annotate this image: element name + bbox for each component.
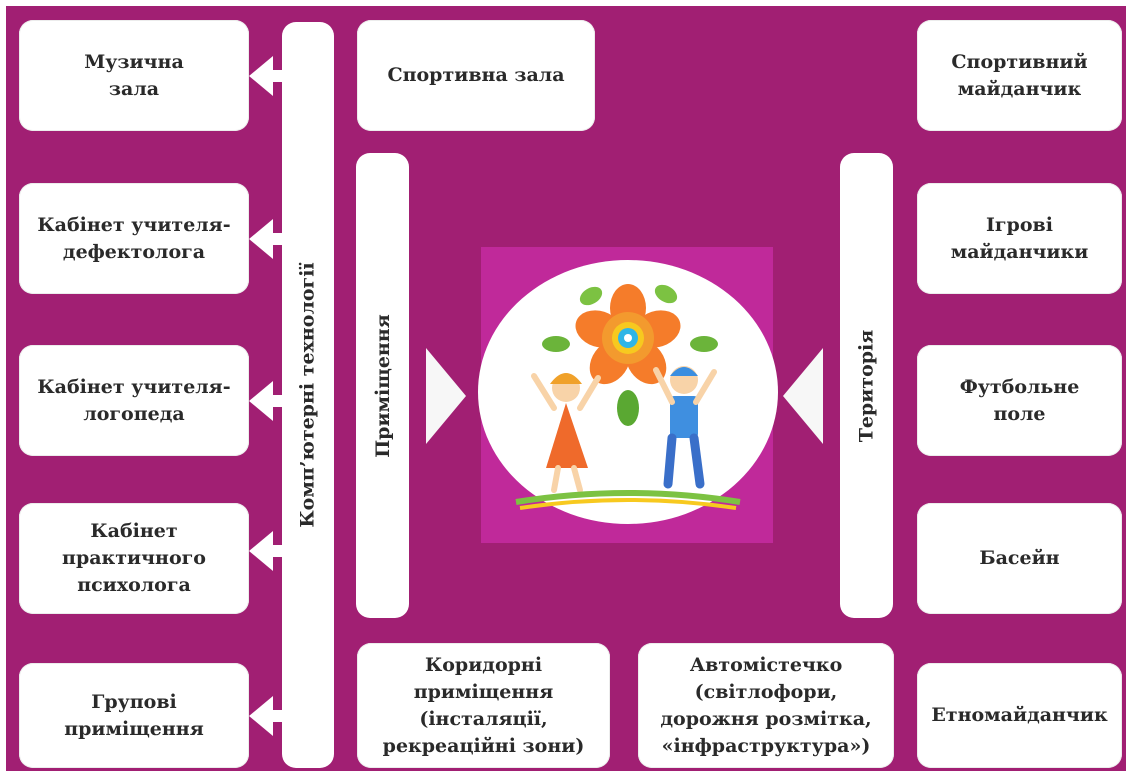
box-psychologist-label: Кабінет практичного психолога bbox=[62, 520, 206, 596]
box-group-rooms: Групові приміщення bbox=[19, 663, 249, 768]
box-speech-therapist: Кабінет учителя- логопеда bbox=[19, 345, 249, 456]
box-football-field: Футбольне поле bbox=[917, 345, 1122, 456]
box-music-hall: Музична зала bbox=[19, 20, 249, 131]
box-autotown-label: Автомістечко (світлофори, дорожня розміт… bbox=[660, 653, 872, 757]
bar-computer-technologies: Комп’ютерні технології bbox=[282, 22, 334, 768]
arrow-left-icon bbox=[249, 56, 273, 96]
arrow-stem bbox=[272, 70, 284, 82]
box-sports-hall: Спортивна зала bbox=[357, 20, 595, 131]
bar-premises-label: Приміщення bbox=[371, 313, 394, 458]
box-pool-label: Басейн bbox=[979, 547, 1060, 569]
box-pool: Басейн bbox=[917, 503, 1122, 614]
box-football-field-label: Футбольне поле bbox=[959, 375, 1080, 425]
arrow-left-icon bbox=[249, 531, 273, 571]
bar-territory: Територія bbox=[840, 153, 893, 618]
box-playgrounds: Ігрові майданчики bbox=[917, 183, 1122, 294]
box-group-rooms-label: Групові приміщення bbox=[64, 690, 204, 740]
box-corridors-label: Коридорні приміщення (інсталяції, рекреа… bbox=[382, 653, 585, 757]
arrow-stem bbox=[272, 233, 284, 245]
box-defectologist: Кабінет учителя- дефектолога bbox=[19, 183, 249, 294]
box-sports-hall-label: Спортивна зала bbox=[387, 64, 565, 86]
box-defectologist-label: Кабінет учителя- дефектолога bbox=[37, 213, 231, 263]
box-sports-ground: Спортивний майданчик bbox=[917, 20, 1122, 131]
bar-computer-technologies-label: Комп’ютерні технології bbox=[297, 262, 319, 528]
box-psychologist: Кабінет практичного психолога bbox=[19, 503, 249, 614]
box-sports-ground-label: Спортивний майданчик bbox=[951, 50, 1088, 100]
arrow-stem bbox=[272, 710, 284, 722]
arrow-left-icon bbox=[783, 348, 823, 444]
box-speech-therapist-label: Кабінет учителя- логопеда bbox=[37, 375, 231, 425]
box-music-hall-label: Музична зала bbox=[84, 50, 184, 100]
arrow-left-icon bbox=[249, 381, 273, 421]
box-autotown: Автомістечко (світлофори, дорожня розміт… bbox=[638, 643, 894, 768]
arrow-right-icon bbox=[426, 348, 466, 444]
bar-territory-label: Територія bbox=[855, 329, 878, 442]
box-ethno-ground-label: Етномайданчик bbox=[931, 704, 1108, 726]
bar-premises: Приміщення bbox=[356, 153, 409, 618]
arrow-left-icon bbox=[249, 696, 273, 736]
kids-flower-logo-icon bbox=[478, 260, 778, 524]
box-ethno-ground: Етномайданчик bbox=[917, 663, 1122, 768]
arrow-stem bbox=[272, 545, 284, 557]
box-corridors: Коридорні приміщення (інсталяції, рекреа… bbox=[357, 643, 610, 768]
arrow-left-icon bbox=[249, 219, 273, 259]
arrow-stem bbox=[272, 395, 284, 407]
box-playgrounds-label: Ігрові майданчики bbox=[950, 213, 1089, 263]
